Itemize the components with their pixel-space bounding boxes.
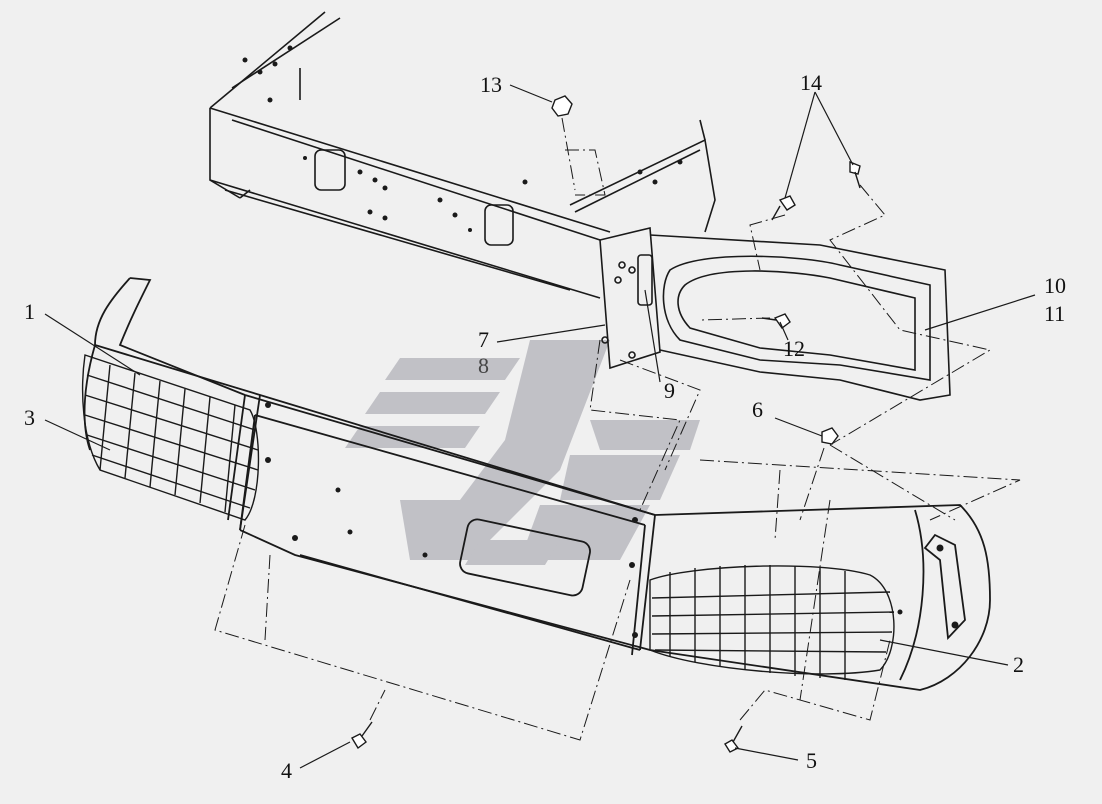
callout-9: 9 bbox=[664, 378, 675, 403]
callout-8: 8 bbox=[478, 353, 489, 378]
callout-7: 7 bbox=[478, 327, 489, 352]
left-grille bbox=[81, 354, 260, 521]
bumper-bracket bbox=[599, 227, 951, 401]
right-grille bbox=[649, 565, 895, 680]
callout-5: 5 bbox=[806, 748, 817, 773]
callout-2: 2 bbox=[1013, 652, 1024, 677]
frame-holes bbox=[242, 45, 683, 232]
callout-10: 10 bbox=[1044, 273, 1066, 298]
callout-1: 1 bbox=[24, 299, 35, 324]
callout-12: 12 bbox=[783, 336, 805, 361]
frame-rail bbox=[209, 11, 716, 299]
callout-6: 6 bbox=[752, 397, 763, 422]
bumper-holes bbox=[265, 402, 959, 638]
callout-4: 4 bbox=[281, 758, 292, 783]
callout-3: 3 bbox=[24, 405, 35, 430]
watermark-logo bbox=[345, 340, 700, 565]
leader-lines bbox=[44, 84, 1036, 769]
callout-13: 13 bbox=[480, 72, 502, 97]
fasteners bbox=[351, 95, 861, 753]
callout-11: 11 bbox=[1044, 301, 1066, 326]
callout-14: 14 bbox=[800, 70, 822, 95]
center-lines bbox=[214, 117, 1021, 741]
